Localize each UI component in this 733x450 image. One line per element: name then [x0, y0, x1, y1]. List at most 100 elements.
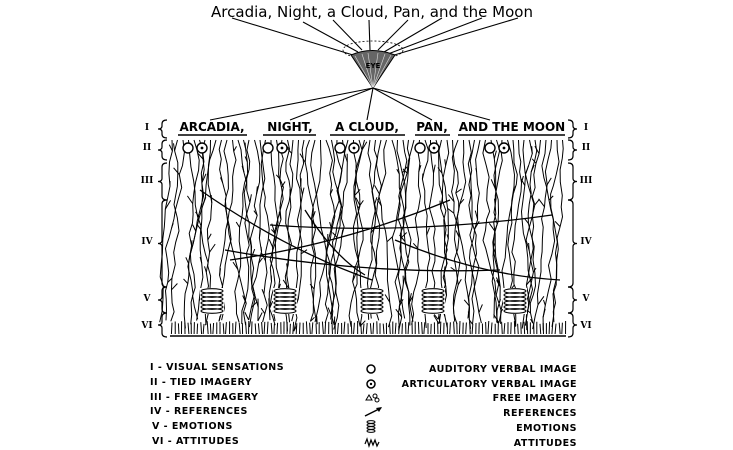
- strand: [527, 139, 538, 324]
- strand: [437, 139, 448, 320]
- branch: [244, 311, 250, 321]
- branch: [412, 242, 419, 249]
- hatch-line: [200, 322, 203, 335]
- branch: [493, 314, 500, 324]
- branch: [488, 223, 496, 232]
- auditory-node: [182, 142, 194, 154]
- coil-ring: [200, 292, 224, 298]
- hatch-line: [315, 323, 318, 335]
- coil-ring: [200, 308, 224, 314]
- coil-ring: [273, 308, 297, 314]
- coil-ring: [273, 296, 297, 302]
- strand: [252, 139, 266, 322]
- coil-ring: [360, 292, 384, 298]
- hatch-line: [170, 322, 173, 335]
- hatch-line: [554, 323, 557, 335]
- hatch-line: [465, 322, 467, 335]
- strand: [187, 139, 200, 325]
- reference-arrow: [199, 189, 373, 281]
- level-iv: IV: [141, 237, 153, 247]
- strand: [325, 139, 343, 325]
- word-a-cloud: A CLOUD,: [335, 120, 399, 134]
- free-imagery-icon: [365, 393, 380, 403]
- strand: [188, 139, 204, 321]
- hatch-line: [394, 322, 397, 335]
- coil-ring: [503, 288, 527, 294]
- branch: [171, 283, 178, 291]
- strand: [396, 139, 411, 326]
- strand: [314, 139, 336, 323]
- strand: [293, 139, 305, 332]
- articulatory-dot: [280, 146, 284, 150]
- branch: [520, 178, 526, 186]
- branch: [400, 232, 408, 239]
- branch: [524, 218, 529, 224]
- level-i: I: [145, 123, 149, 133]
- hatch-line: [362, 323, 365, 335]
- strand: [467, 139, 480, 325]
- branch: [386, 236, 393, 243]
- strand: [324, 139, 348, 324]
- branch: [538, 198, 545, 208]
- branch: [534, 145, 540, 154]
- strand: [452, 139, 461, 325]
- hatch-line: [458, 321, 461, 335]
- legend-level-item: III - FREE IMAGERY: [150, 392, 259, 403]
- hatch-line: [350, 321, 353, 335]
- articulatory-dot: [352, 146, 356, 150]
- word-pan: PAN,: [416, 120, 448, 134]
- hatch-line: [365, 322, 368, 335]
- reference-arrow: [394, 239, 561, 281]
- level-iv: IV: [580, 237, 592, 247]
- branch: [281, 181, 286, 188]
- hatch-line: [360, 322, 362, 335]
- strand: [170, 139, 180, 322]
- strand: [468, 139, 482, 324]
- hatch-line: [311, 322, 314, 335]
- branch: [299, 153, 306, 163]
- brace: [567, 139, 578, 161]
- hatch-line: [202, 323, 205, 335]
- branch: [521, 175, 524, 183]
- brace: [157, 199, 168, 288]
- reference-arrow: [304, 209, 366, 276]
- hatch-line: [369, 323, 372, 335]
- strand: [159, 139, 173, 323]
- hatch-line: [254, 323, 257, 335]
- branch: [531, 158, 537, 164]
- hatch-line: [449, 322, 451, 335]
- strand: [352, 139, 364, 327]
- hatch-line: [336, 322, 339, 335]
- brace: [567, 286, 578, 314]
- coil-ring: [273, 304, 297, 310]
- title: Arcadia, Night, a Cloud, Pan, and the Mo…: [211, 3, 533, 21]
- hatch-line: [487, 320, 490, 335]
- branch: [354, 188, 361, 196]
- hatch-line: [206, 321, 209, 335]
- emotion-coils: [200, 288, 527, 314]
- hatch-line: [321, 321, 324, 335]
- strand: [241, 139, 251, 325]
- coil-ring: [503, 292, 527, 298]
- zigzag-icon: [364, 437, 380, 449]
- legend-symbol-label: REFERENCES: [503, 408, 577, 419]
- branch: [268, 238, 274, 248]
- branch: [332, 232, 338, 238]
- legend-level-item: V - EMOTIONS: [152, 421, 233, 432]
- branch: [408, 296, 414, 304]
- legend-levels: I - VISUAL SENSATIONS II - TIED IMAGERY …: [150, 362, 284, 447]
- hatch-line: [238, 322, 241, 335]
- hatch-line: [407, 322, 410, 335]
- branch: [534, 198, 540, 206]
- reference-arrow: [269, 214, 553, 229]
- strand: [521, 139, 541, 329]
- hatch-line: [523, 321, 526, 335]
- branch: [260, 307, 266, 314]
- coil-ring: [200, 300, 224, 306]
- coil-ring: [200, 288, 224, 294]
- hatch-line: [263, 321, 266, 335]
- legend-symbols: AUDITORY VERBAL IMAGE ARTICULATORY VERBA…: [364, 364, 577, 449]
- level-labels-right: I II III IV V VI: [579, 123, 592, 331]
- level-ii: II: [582, 143, 590, 153]
- brace: [567, 199, 578, 288]
